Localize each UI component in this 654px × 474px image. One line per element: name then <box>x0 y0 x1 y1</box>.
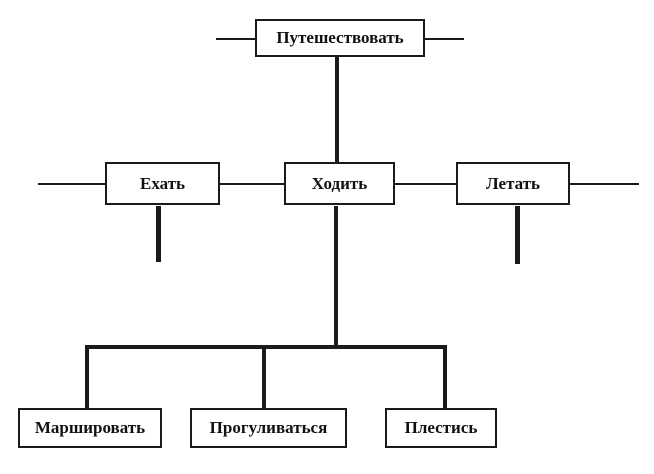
node-letat: Летать <box>456 162 570 205</box>
connector-hodit-to-letat <box>394 183 456 185</box>
connector-hodit-to-bus <box>334 206 338 348</box>
connector-ehat-to-hodit <box>219 183 285 185</box>
node-ehat-label: Ехать <box>139 173 185 193</box>
node-hodit: Ходить <box>284 162 395 205</box>
connector-ehat-down-stub <box>156 206 161 262</box>
connector-root-to-hodit <box>335 56 339 166</box>
node-root-label: Путешествовать <box>276 28 404 47</box>
connector-letat-down-stub <box>515 206 520 264</box>
connector-root-right-stub <box>424 38 464 40</box>
connector-bus-to-marshirovat <box>85 345 89 408</box>
node-letat-label: Летать <box>485 173 541 193</box>
connector-bus-to-plestis <box>443 348 447 408</box>
connector-bus-to-progulivatsya <box>262 348 266 408</box>
connector-bottom-bus <box>85 345 447 349</box>
connector-left-edge-to-ehat <box>38 183 106 185</box>
node-progulivatsya: Прогуливаться <box>190 408 347 448</box>
connector-letat-to-right-edge <box>569 183 639 185</box>
node-plestis-label: Плестись <box>404 418 478 437</box>
node-plestis: Плестись <box>385 408 497 448</box>
connector-root-left-stub <box>216 38 256 40</box>
node-marshirovat: Маршировать <box>18 408 162 448</box>
node-ehat: Ехать <box>105 162 220 205</box>
node-root: Путешествовать <box>255 19 425 57</box>
node-progulivatsya-label: Прогуливаться <box>209 418 328 437</box>
node-hodit-label: Ходить <box>311 173 368 193</box>
node-marshirovat-label: Маршировать <box>34 418 146 437</box>
